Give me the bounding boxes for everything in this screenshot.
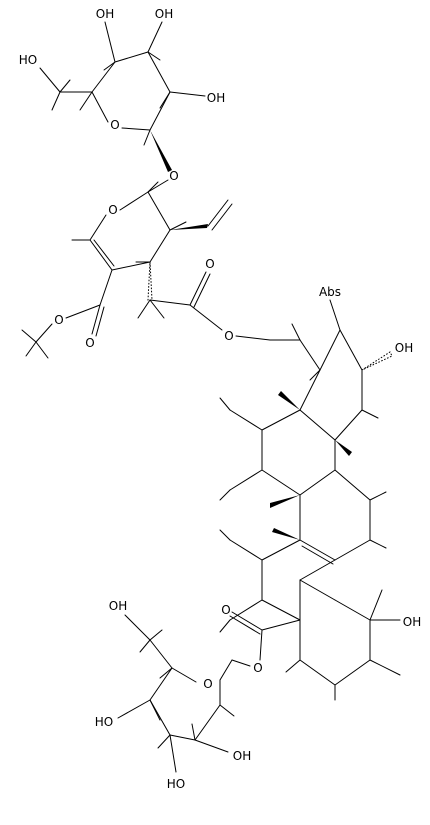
label-oh-2: OH [155, 7, 173, 21]
label-ho-1: HO [19, 53, 37, 67]
label-o-ring-1: O [110, 118, 119, 132]
label-oh-3: OH [207, 91, 225, 105]
label-o-glyco: O [169, 169, 178, 183]
label-ho-3: HO [167, 777, 185, 791]
label-oh-6: OH [109, 599, 127, 613]
label-o-ester-3: O [205, 257, 214, 271]
upper-glucose-ring [39, 21, 206, 172]
label-o-ester-1: O [85, 336, 94, 350]
atom-labels: OH OH OH HO O O O O O O O Abs OH OH O O … [19, 7, 421, 791]
label-o-ring-2: O [108, 203, 117, 217]
label-ho-2: HO [95, 715, 113, 729]
triterpene-skeleton [219, 299, 401, 701]
label-o-ester-2: O [54, 313, 63, 327]
label-o-ester-5: O [221, 603, 230, 617]
label-o-ester-4: O [224, 329, 233, 343]
label-oh-4: OH [395, 341, 413, 355]
label-oh-5: OH [403, 615, 421, 629]
lower-glucose-ring [117, 614, 251, 773]
label-o-ester-6: O [253, 661, 262, 675]
dihydropyran-ring [21, 179, 271, 359]
label-oh-7: OH [233, 749, 251, 763]
label-abs: Abs [319, 285, 341, 299]
label-o-ring-3: O [203, 677, 212, 691]
label-oh-1: OH [96, 7, 114, 21]
